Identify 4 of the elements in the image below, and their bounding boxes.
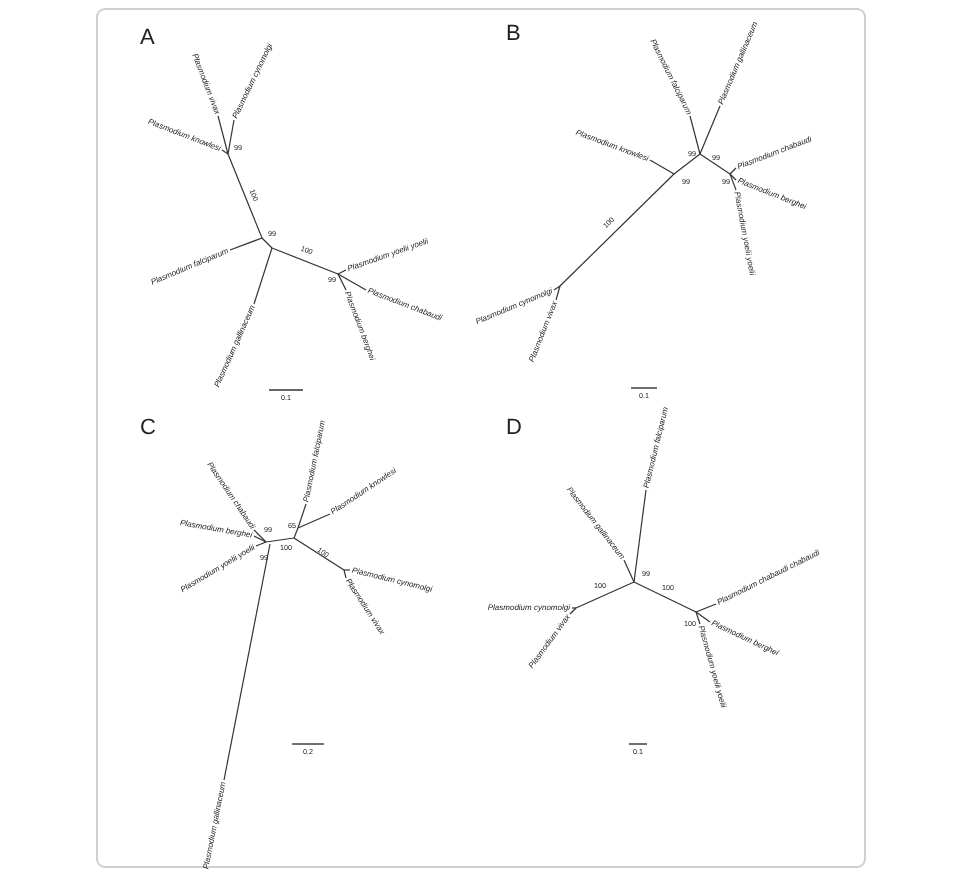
panel-letter: B [506, 24, 521, 46]
panel-letter: D [506, 418, 522, 440]
panel-letter: A [140, 28, 155, 50]
panel-letter: C [140, 418, 156, 440]
